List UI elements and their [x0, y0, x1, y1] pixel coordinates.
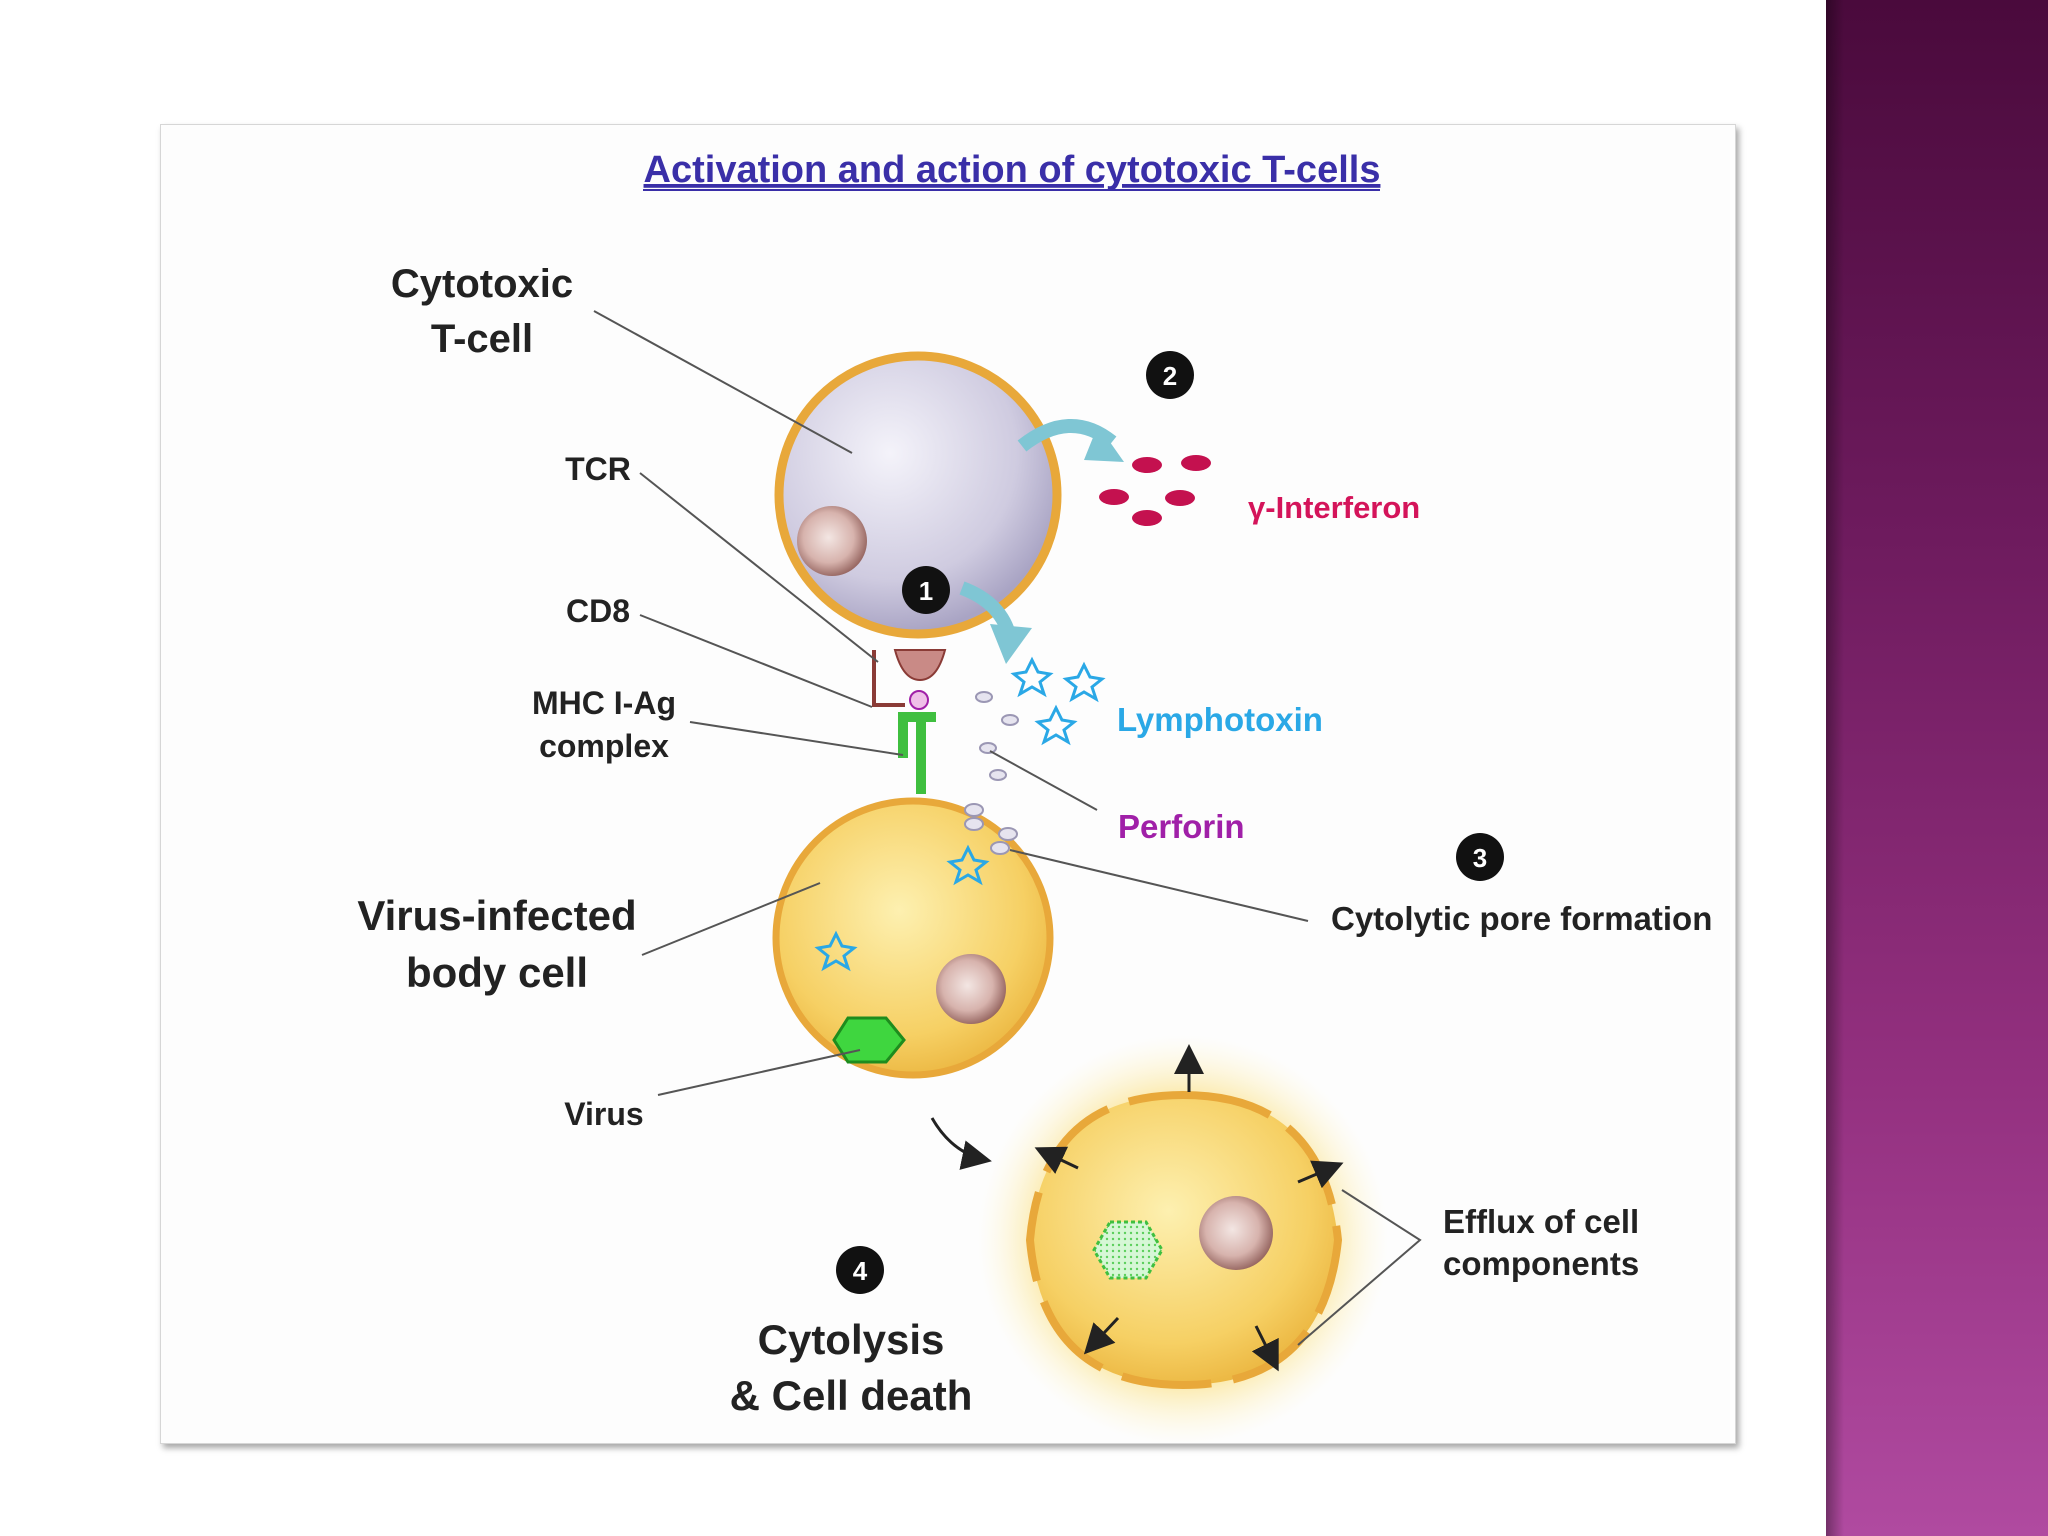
label-virus-infected-line2: body cell: [406, 949, 588, 996]
label-virus: Virus: [564, 1096, 643, 1132]
progression-arrow: [930, 1117, 992, 1170]
diagram-title: Activation and action of cytotoxic T-cel…: [644, 149, 1381, 191]
gamma-interferon-molecules: [1099, 455, 1211, 526]
virus-infected-cell: [772, 797, 1054, 1079]
lysing-cell: [978, 1035, 1388, 1445]
step-marker-2: 2: [1146, 351, 1194, 399]
svg-text:4: 4: [853, 1256, 868, 1286]
label-cd8: CD8: [566, 593, 630, 629]
mhc-complex: [898, 712, 936, 794]
label-efflux-line2: components: [1443, 1245, 1639, 1282]
lysing-cell-nucleus: [1199, 1196, 1273, 1270]
svg-text:3: 3: [1473, 843, 1487, 873]
label-cytotoxic-tcell-line1: Cytotoxic: [391, 262, 573, 306]
label-cytotoxic-tcell-line2: T-cell: [431, 317, 533, 361]
interferon-arrowhead: [1084, 425, 1124, 462]
side-decor-panel: [1826, 0, 2048, 1536]
step-marker-1: 1: [902, 566, 950, 614]
svg-text:1: 1: [919, 576, 933, 606]
leader-lines: [593, 310, 1422, 1346]
lysing-virus-icon: [1092, 1220, 1164, 1280]
figure-frame: [160, 124, 1736, 1444]
label-mhc-line1: MHC I-Ag: [532, 685, 676, 721]
label-cytolysis-line1: Cytolysis: [758, 1316, 945, 1363]
tcell-nucleus: [797, 506, 867, 576]
label-perforin: Perforin: [1118, 808, 1245, 845]
perforin-granules: [964, 691, 1019, 855]
svg-text:2: 2: [1163, 361, 1177, 391]
lymphotoxin-arrowhead: [990, 624, 1032, 664]
infected-cell-nucleus: [936, 954, 1006, 1024]
step-marker-3: 3: [1456, 833, 1504, 881]
label-virus-infected-line1: Virus-infected: [357, 892, 636, 939]
label-cytolytic-pore-formation: Cytolytic pore formation: [1331, 900, 1712, 937]
label-cytolysis-line2: & Cell death: [730, 1372, 973, 1419]
cytotoxic-tcell: [774, 351, 1062, 639]
lymphotoxin-molecules: [814, 656, 1106, 972]
label-tcr: TCR: [565, 451, 631, 487]
label-gamma-interferon: γ-Interferon: [1248, 490, 1420, 525]
tcr-receptor: [893, 649, 947, 710]
label-mhc-line2: complex: [539, 728, 669, 764]
step-marker-4: 4: [836, 1246, 884, 1294]
label-lymphotoxin: Lymphotoxin: [1117, 701, 1323, 738]
label-efflux-line1: Efflux of cell: [1443, 1203, 1639, 1240]
